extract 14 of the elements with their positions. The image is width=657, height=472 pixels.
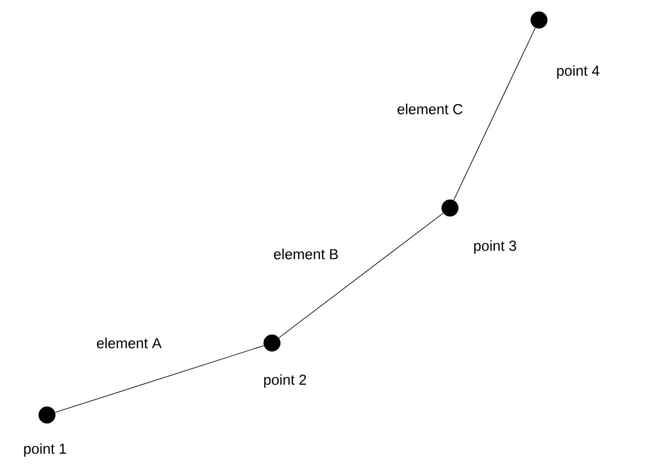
point-label: point 1 [24, 443, 66, 457]
point-dot [530, 12, 548, 28]
connecting-line [453, 28, 536, 200]
point-dot [264, 334, 280, 352]
point-label: point 2 [264, 374, 306, 388]
edge-label: element B [272, 248, 340, 260]
point-label: point 3 [474, 240, 516, 254]
point-dot [38, 406, 56, 424]
edge-label: element A [95, 336, 163, 350]
point-dot [442, 200, 458, 216]
connecting-line [278, 212, 444, 338]
point-label: point 4 [557, 65, 600, 79]
connecting-line [54, 345, 264, 413]
edge-label: element C [396, 102, 464, 116]
